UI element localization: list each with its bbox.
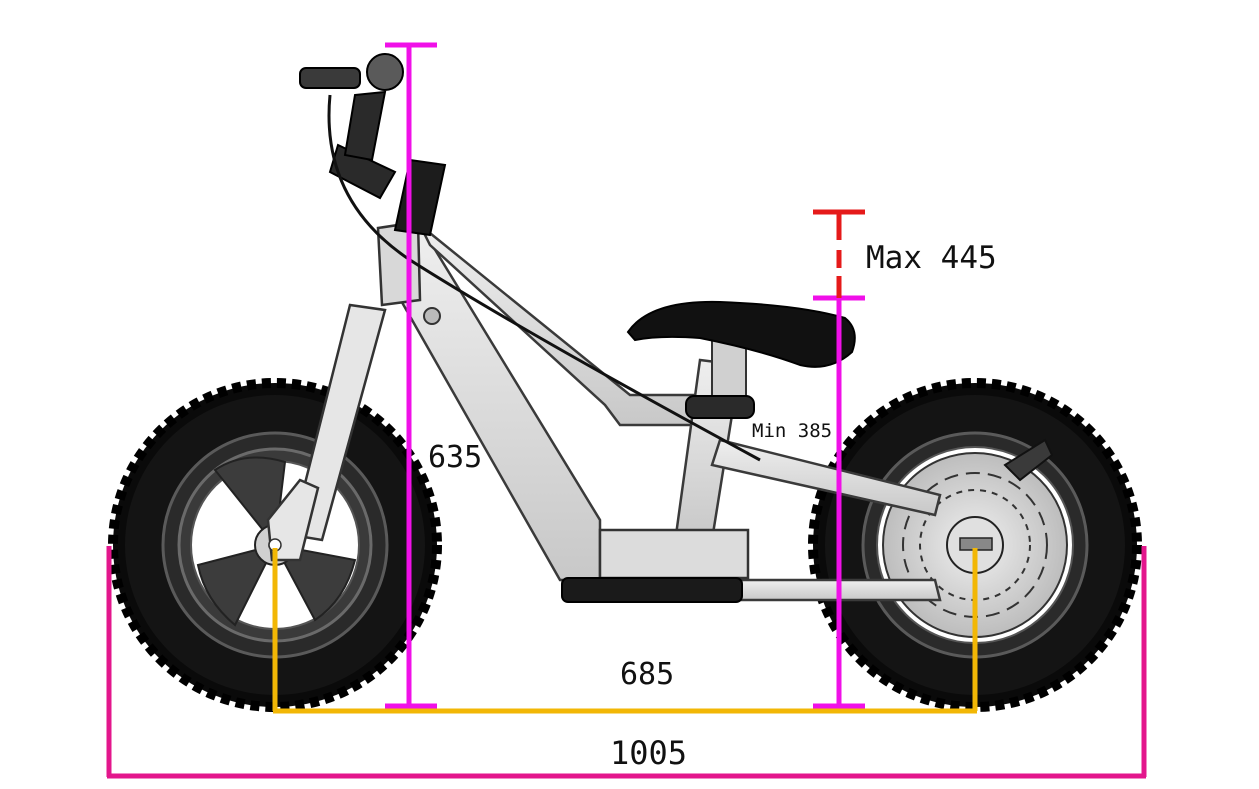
balance-bike-icon [108,53,1142,712]
seat-height-max-dimension [813,209,865,298]
seat-height-min-label: Min 385 [752,420,833,442]
overall-length-dimension [106,546,1147,779]
wheelbase-label: 685 [620,657,675,692]
seat-height-max-label: Max 445 [866,240,997,276]
handlebar-height-dimension [385,42,437,709]
handlebar-height-label: 635 [428,440,483,475]
wheelbase-dimension [272,548,978,714]
overall-length-label: 1005 [610,734,688,772]
rear-wheel-icon [808,378,1142,712]
